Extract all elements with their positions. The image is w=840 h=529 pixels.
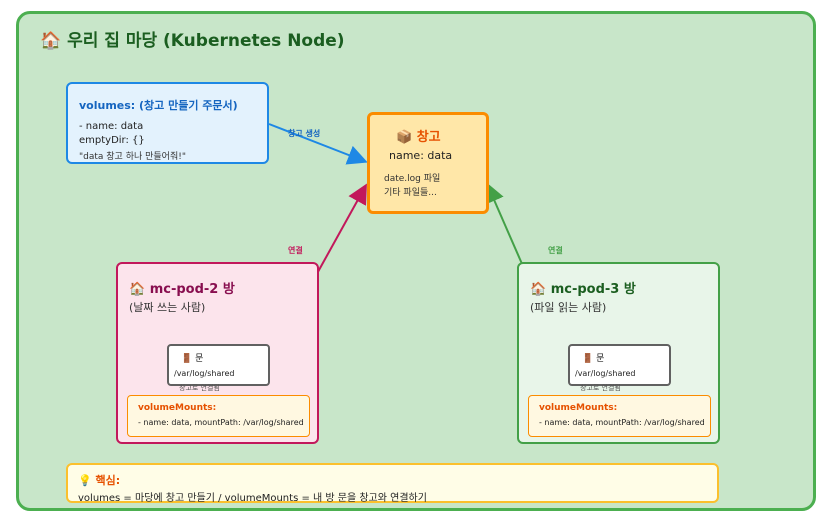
pod3-door-path: /var/log/shared (575, 369, 636, 378)
pod2-door-caption: 창고로 연결됨 (179, 384, 220, 392)
pod2-mounts-title: volumeMounts: (138, 403, 217, 413)
pod3-subtitle: (파일 읽는 사람) (530, 301, 607, 314)
volumes-emptydir-line: emptyDir: {} (79, 135, 145, 146)
pod2-door-title: 🚪 문 (181, 354, 204, 364)
pod3-mounts-title: volumeMounts: (539, 403, 618, 413)
key-summary-box: 💡 핵심: volumes = 마당에 창고 만들기 / volumeMount… (66, 463, 719, 504)
key-text: volumes = 마당에 창고 만들기 / volumeMounts = 내 … (78, 493, 427, 504)
pod3-title: 🏠 mc-pod-3 방 (530, 282, 636, 297)
warehouse-file-2: 기타 파일들... (384, 188, 437, 198)
pod3-door-title: 🚪 문 (582, 354, 605, 364)
pod2-mounts-line: - name: data, mountPath: /var/log/shared (138, 418, 304, 427)
key-title: 💡 핵심: (78, 474, 121, 487)
warehouse-title: 📦 창고 (396, 130, 441, 145)
pod-mc-pod-3: 🏠 mc-pod-3 방 (파일 읽는 사람) 🚪 문 /var/log/sha… (517, 262, 720, 444)
warehouse-box: 📦 창고 name: data date.log 파일 기타 파일들... (367, 112, 489, 214)
node-title: 🏠 우리 집 마당 (Kubernetes Node) (40, 31, 345, 51)
create-arrow (268, 123, 368, 165)
warehouse-name: name: data (389, 149, 453, 162)
pod-mc-pod-2: 🏠 mc-pod-2 방 (날짜 쓰는 사람) 🚪 문 /var/log/sha… (116, 262, 319, 444)
volumes-title: volumes: (창고 만들기 주문서) (79, 99, 238, 112)
pod2-door-box: 🚪 문 /var/log/shared (167, 344, 270, 386)
pod2-edge-label: 연결 (288, 246, 303, 255)
warehouse-file-1: date.log 파일 (384, 174, 441, 184)
pod2-door-path: /var/log/shared (174, 369, 235, 378)
volumes-quote-line: "data 창고 하나 만들어줘!" (79, 152, 186, 162)
volumes-name-line: - name: data (79, 121, 144, 132)
pod2-volume-mounts: volumeMounts: - name: data, mountPath: /… (127, 395, 310, 437)
create-edge-label: 창고 생성 (288, 129, 321, 138)
pod3-mounts-line: - name: data, mountPath: /var/log/shared (539, 418, 705, 427)
pod3-volume-mounts: volumeMounts: - name: data, mountPath: /… (528, 395, 711, 437)
volumes-box: volumes: (창고 만들기 주문서) - name: data empty… (66, 82, 269, 164)
pod2-title: 🏠 mc-pod-2 방 (129, 282, 235, 297)
pod3-door-box: 🚪 문 /var/log/shared (568, 344, 671, 386)
pod3-edge-label: 연결 (548, 246, 563, 255)
pod2-subtitle: (날짜 쓰는 사람) (129, 301, 206, 314)
pod3-door-caption: 창고로 연결됨 (580, 384, 621, 392)
